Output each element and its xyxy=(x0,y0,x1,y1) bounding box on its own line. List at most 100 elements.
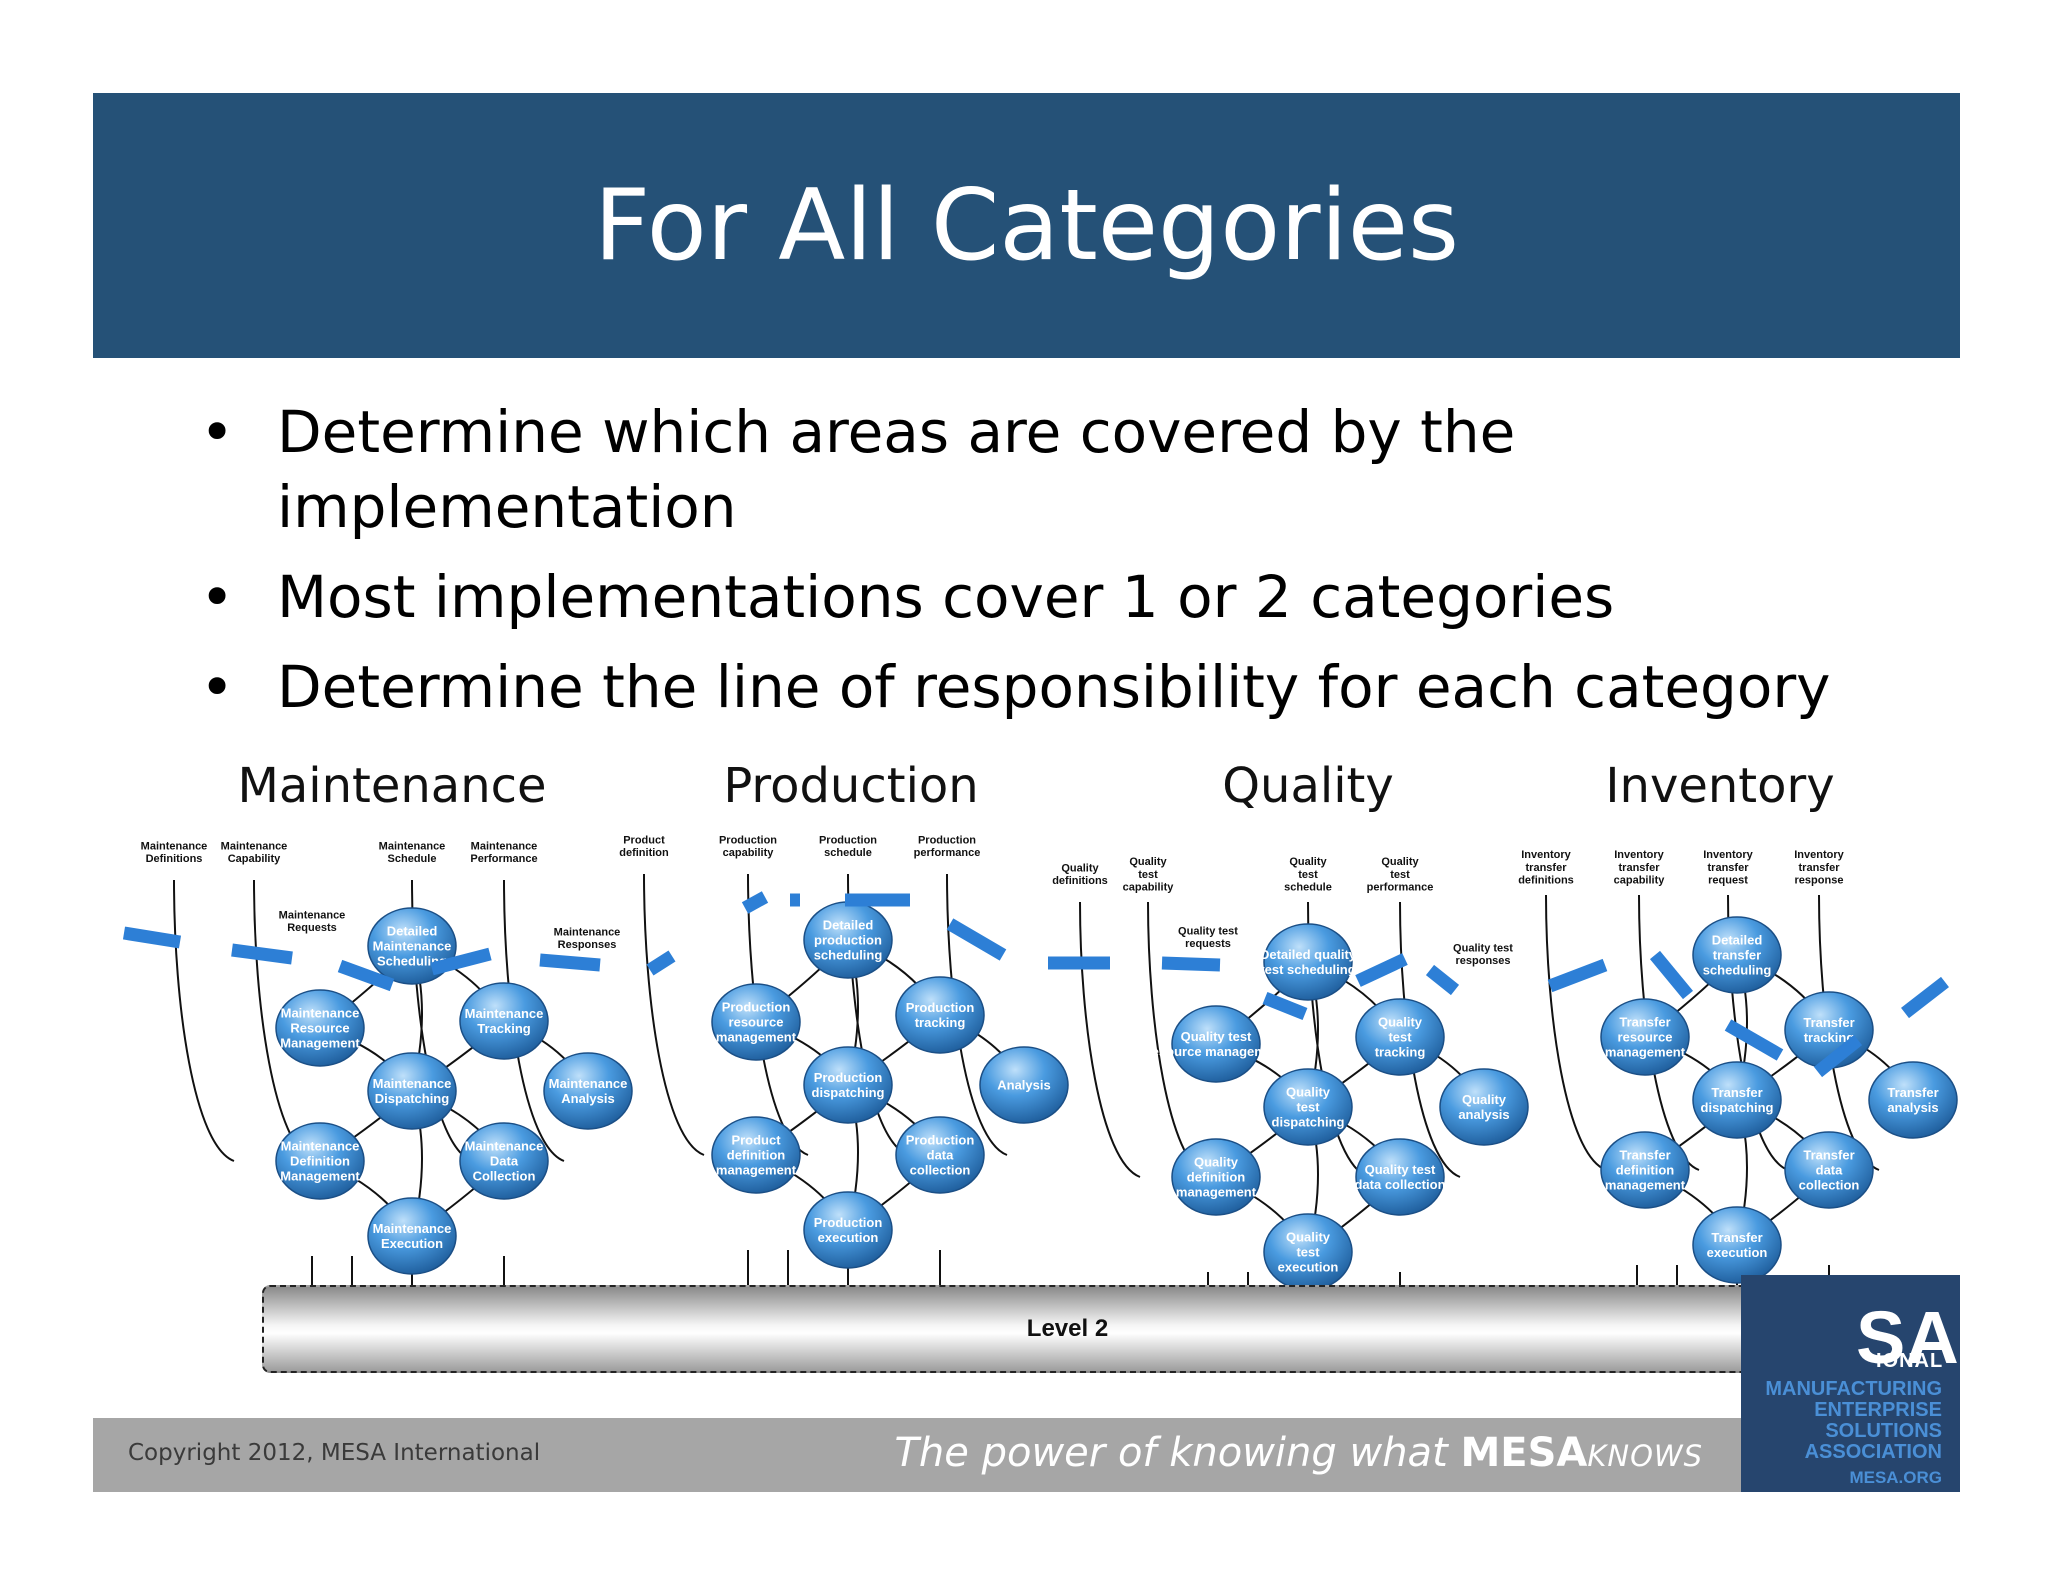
activity-node xyxy=(1263,1068,1353,1146)
bullet-list: • Determine which areas are covered by th… xyxy=(200,395,1900,740)
flow-line xyxy=(1545,894,1607,1171)
bullet-text: Determine the line of responsibility for… xyxy=(277,653,1831,721)
responsibility-line-dash xyxy=(539,953,601,972)
mesa-logo: SA IONAL MANUFACTURING ENTERPRISE SOLUTI… xyxy=(1741,1275,1960,1492)
tagline-suffix: KNOWS xyxy=(1587,1439,1703,1473)
responsibility-line-dash xyxy=(1161,956,1221,972)
responsibility-line-dash xyxy=(122,926,182,949)
responsibility-line-dash xyxy=(1355,953,1408,987)
responsibility-line-dash xyxy=(946,918,1007,961)
footer-bar: Copyright 2012, MESA International The p… xyxy=(93,1418,1741,1492)
activity-node xyxy=(1355,998,1445,1076)
activity-node xyxy=(543,1052,633,1130)
activity-node xyxy=(803,1191,893,1269)
activity-node xyxy=(1692,1061,1782,1139)
bullet-dot: • xyxy=(200,653,235,721)
activity-node xyxy=(895,1116,985,1194)
flow-line xyxy=(1399,901,1461,1178)
responsibility-line-dash xyxy=(1547,958,1608,993)
tagline: The power of knowing what MESAKNOWS xyxy=(894,1430,1703,1476)
logo-url: MESA.ORG xyxy=(1849,1468,1942,1487)
category-heading-maintenance: Maintenance xyxy=(237,758,547,814)
responsibility-line-dash xyxy=(646,950,676,976)
bullet-text: Determine which areas are covered by the… xyxy=(277,398,1516,541)
level-2-label: Level 2 xyxy=(1026,1315,1109,1342)
flow-line xyxy=(946,873,1008,1156)
category-heading-production: Production xyxy=(723,758,979,814)
activity-node xyxy=(367,1052,457,1130)
activity-node xyxy=(711,1116,801,1194)
activity-node xyxy=(1355,1138,1445,1216)
logo-association-name: MANUFACTURING ENTERPRISE SOLUTIONS ASSOC… xyxy=(1765,1378,1942,1463)
responsibility-line-dash xyxy=(231,943,293,965)
activity-node xyxy=(1600,998,1690,1076)
activity-node xyxy=(711,983,801,1061)
activity-node xyxy=(1784,1131,1874,1209)
responsibility-line-dash xyxy=(1649,950,1694,1000)
activity-node xyxy=(1171,1138,1261,1216)
activity-node xyxy=(275,1122,365,1200)
bullet-item: • Determine the line of responsibility fo… xyxy=(200,650,1900,725)
activity-node xyxy=(1692,1206,1782,1284)
responsibility-line-dash xyxy=(337,959,395,992)
activity-node xyxy=(1692,916,1782,994)
responsibility-line-dash xyxy=(1262,991,1308,1021)
copyright-text: Copyright 2012, MESA International xyxy=(128,1440,541,1466)
logo-international: IONAL xyxy=(1876,1350,1944,1372)
bullet-item: •Determine which areas are covered by th… xyxy=(200,395,1900,545)
category-heading-quality: Quality xyxy=(1222,758,1394,814)
logo-wordmark: SA xyxy=(1856,1296,1959,1379)
category-diagram-maintenance xyxy=(173,879,633,1285)
responsibility-line-dash xyxy=(1901,976,1949,1019)
flow-line xyxy=(503,879,565,1162)
activity-node xyxy=(367,1197,457,1275)
responsibility-line-dash xyxy=(430,947,492,976)
category-diagram-quality xyxy=(1079,901,1529,1291)
activity-node xyxy=(1171,1005,1261,1083)
flow-line xyxy=(643,873,705,1156)
responsibility-line-dash xyxy=(1425,964,1460,996)
activity-node xyxy=(803,1046,893,1124)
responsibility-line-dash xyxy=(741,891,769,914)
activity-node xyxy=(1600,1131,1690,1209)
activity-node xyxy=(1263,923,1353,1001)
bullet-dot: • xyxy=(200,563,235,631)
activity-node xyxy=(979,1046,1069,1124)
bullet-item: •Most implementations cover 1 or 2 categ… xyxy=(200,560,1900,635)
activity-node xyxy=(275,989,365,1067)
responsibility-line-dash xyxy=(1724,1019,1784,1061)
